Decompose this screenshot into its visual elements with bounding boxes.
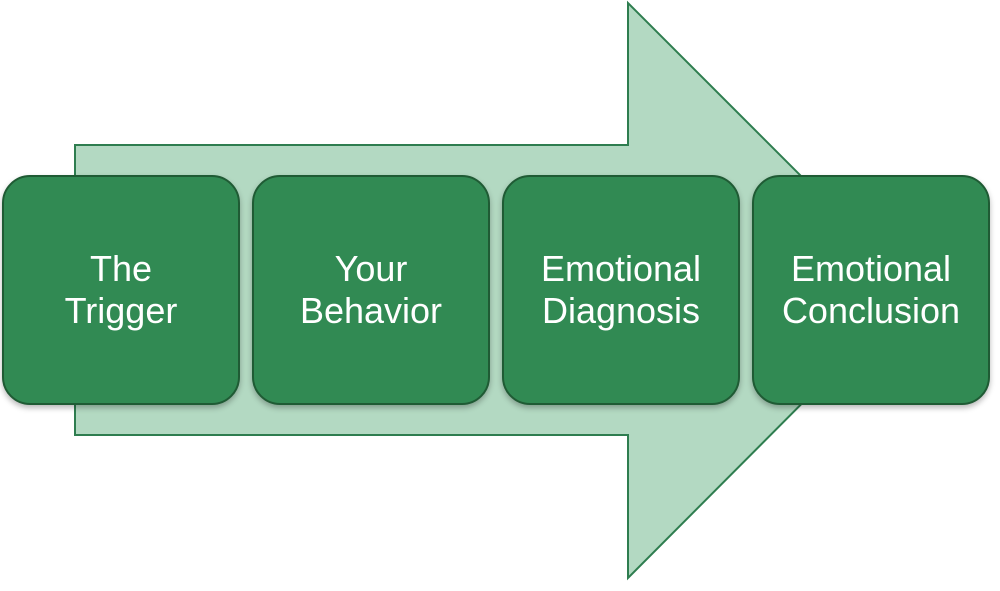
- step-label: Your Behavior: [299, 248, 443, 331]
- step-label: Emotional Conclusion: [781, 248, 961, 331]
- step-label: Emotional Diagnosis: [540, 248, 702, 331]
- step-box-emotional-conclusion: Emotional Conclusion: [752, 175, 990, 405]
- step-box-emotional-diagnosis: Emotional Diagnosis: [502, 175, 740, 405]
- step-box-your-behavior: Your Behavior: [252, 175, 490, 405]
- step-box-the-trigger: The Trigger: [2, 175, 240, 405]
- step-label: The Trigger: [64, 248, 178, 331]
- right-arrow-shape: [74, 0, 917, 581]
